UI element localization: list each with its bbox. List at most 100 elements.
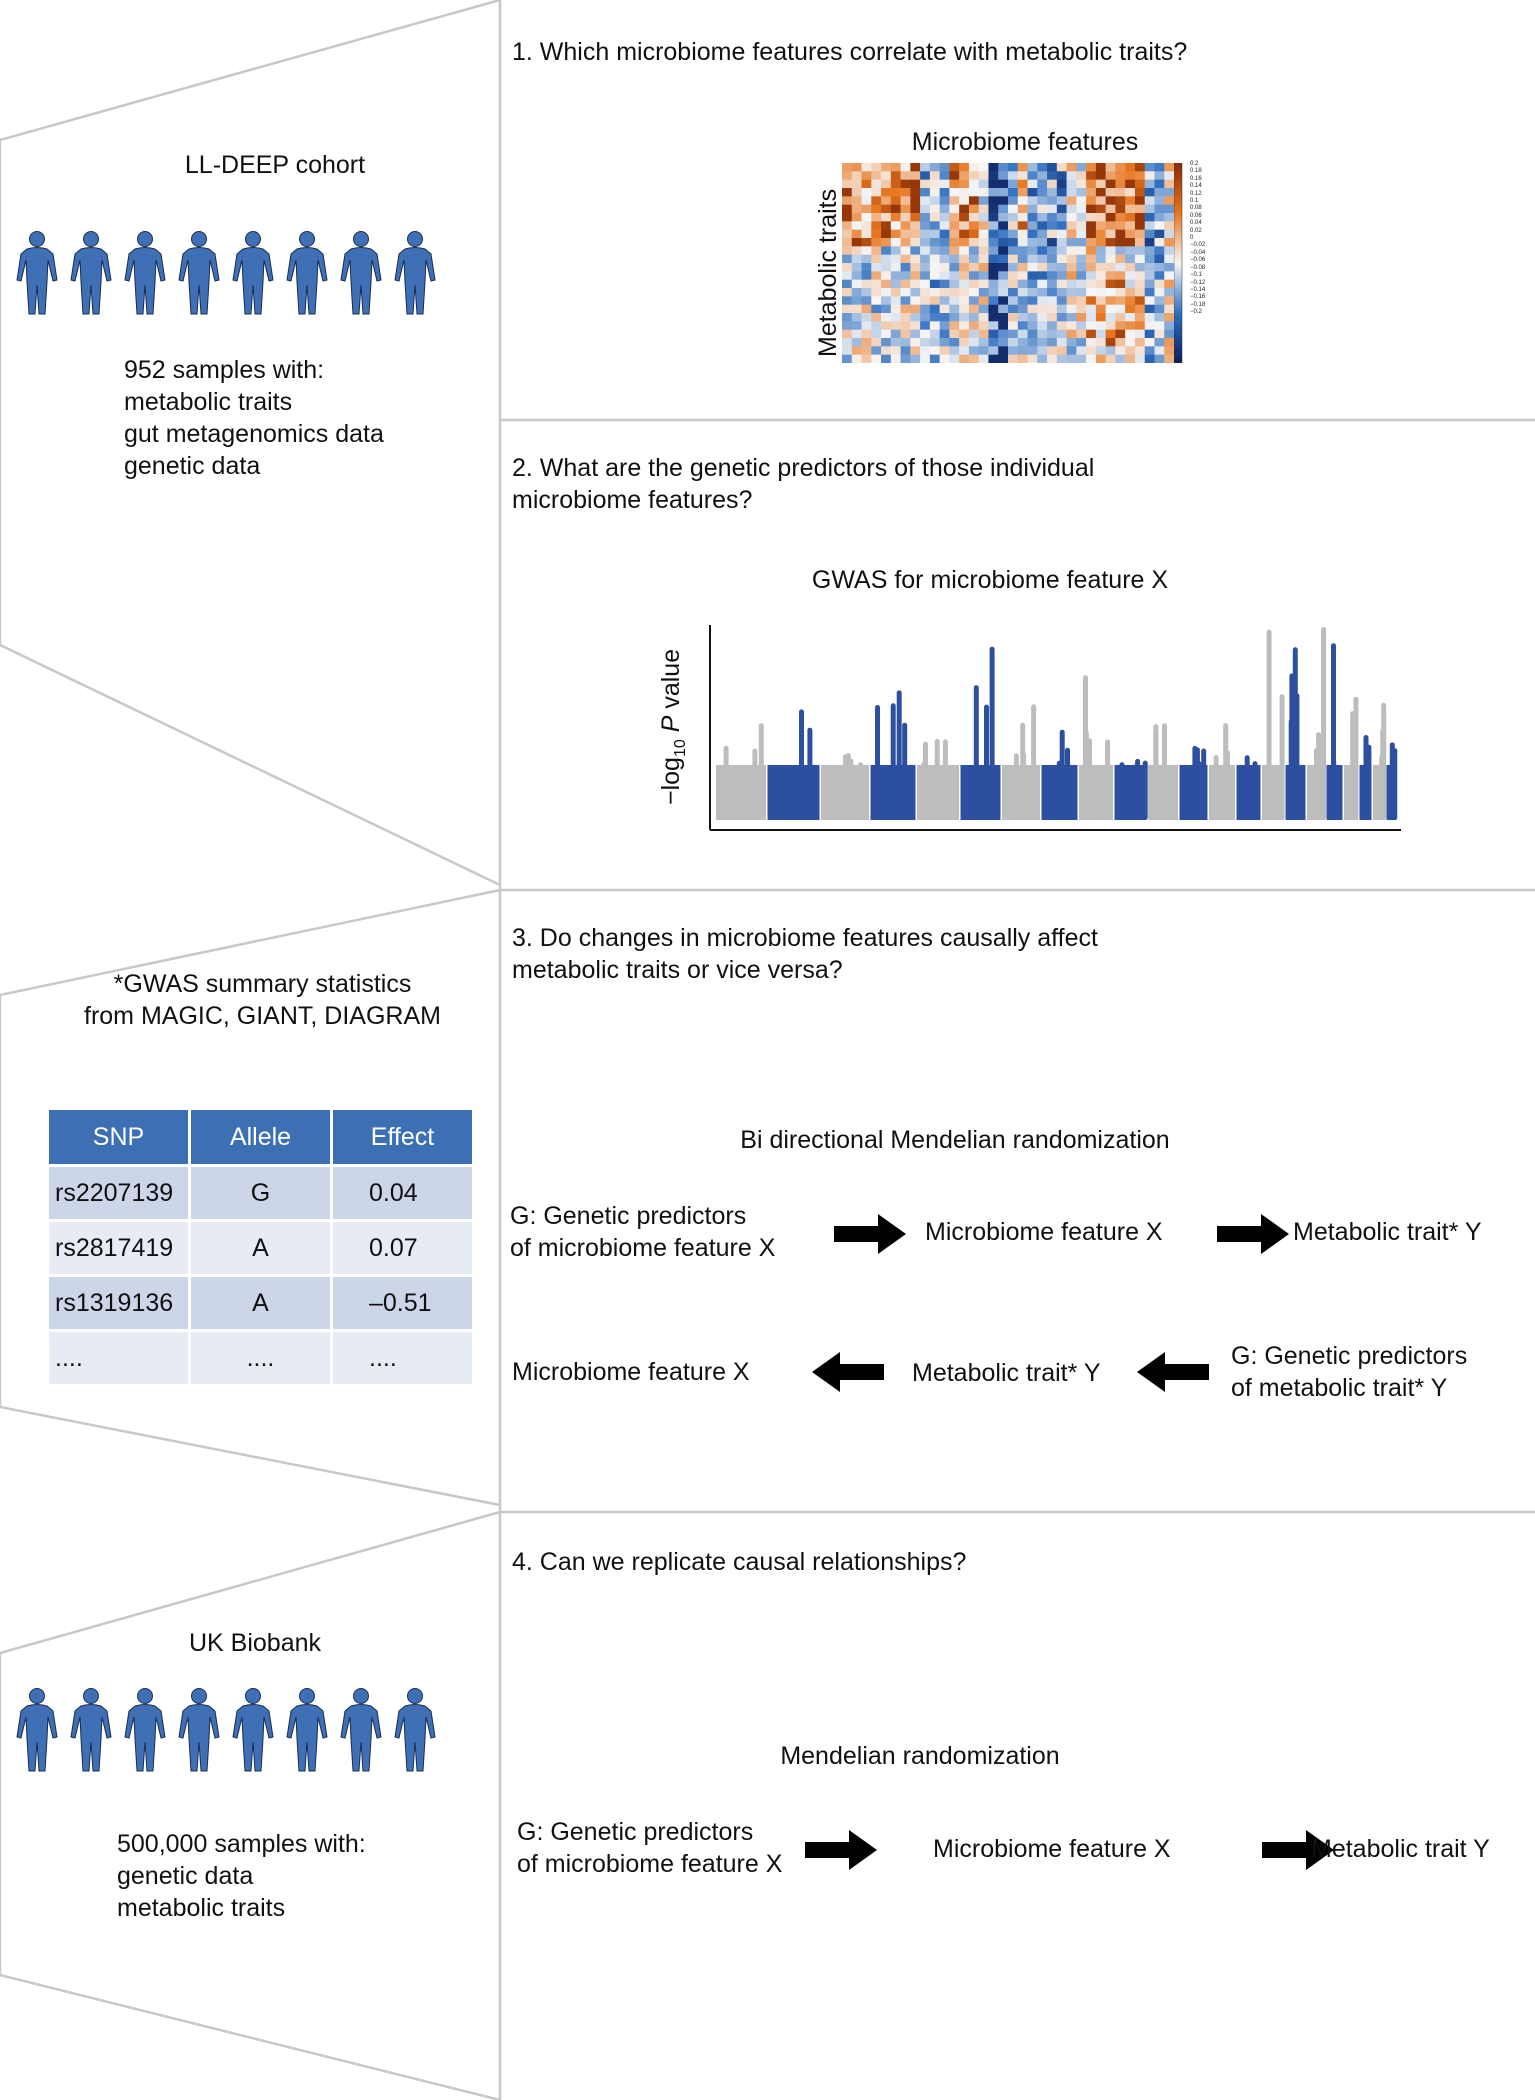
effect-cell: .... [333,1332,472,1384]
section4-method: Mendelian randomization [780,1742,1060,1770]
heatmap-cell [1154,196,1165,205]
heatmap-cell [959,221,970,230]
person-icon [64,1687,118,1773]
heatmap-cell [988,354,999,363]
heatmap-cell [1056,171,1067,180]
heatmap-cell [1144,271,1155,280]
heatmap-cell [900,271,911,280]
heatmap-cell [1095,213,1106,222]
heatmap-cell [968,229,979,239]
heatmap-cell [959,321,970,330]
heatmap-cell [1027,238,1038,247]
person-icon [172,1687,226,1773]
heatmap-cell [1037,171,1048,180]
heatmap-cell [842,321,853,330]
heatmap-cell [920,254,931,264]
heatmap-cell [1076,271,1087,280]
heatmap-cell [900,304,911,314]
heatmap-cell [851,346,862,355]
right-arrow-icon [1262,1830,1334,1870]
heatmap-cell [1144,179,1155,189]
heatmap-cell [1008,346,1019,355]
heatmap-cell [998,263,1009,272]
heatmap-cell [881,196,892,205]
heatmap-cell [949,196,960,205]
heatmap-cell [1027,263,1038,272]
heatmap-cell [959,304,970,314]
heatmap-cell [1095,221,1106,230]
heatmap-cell [1134,238,1145,247]
heatmap-cell [1037,246,1048,255]
heatmap-cell [968,296,979,305]
heatmap-cell [1154,346,1165,355]
heatmap-cell [1027,254,1038,264]
heatmap-cell [1115,238,1126,247]
heatmap-cell [1125,229,1136,239]
manhattan-plot [709,625,1401,831]
heatmap-cell [939,171,950,180]
heatmap-cell [959,296,970,305]
heatmap-cell [939,354,950,363]
heatmap-cell [1164,196,1174,205]
heatmap-cell [1125,288,1136,297]
heatmap-cell [959,338,970,347]
heatmap-cell [1037,179,1048,189]
heatmap-cell [1154,338,1165,347]
heatmap-cell [998,188,1009,197]
heatmap-cell [988,321,999,330]
heatmap-cell [988,229,999,239]
heatmap-cell [1154,329,1165,339]
heatmap-cell [1047,213,1058,222]
section2-question: 2. What are the genetic predictors of th… [512,454,1095,514]
heatmap-cell [1017,221,1028,230]
heatmap-cell [968,321,979,330]
heatmap-cell [1047,171,1058,180]
heatmap-cell [1066,254,1077,264]
heatmap-cell [890,163,901,172]
heatmap-cell [998,238,1009,247]
heatmap-cell [959,196,970,205]
heatmap-cell [1164,329,1174,339]
heatmap-cell [1105,321,1116,330]
heatmap-cell [968,213,979,222]
heatmap-cell [1027,229,1038,239]
heatmap-cell [1027,163,1038,172]
heatmap-cell [949,179,960,189]
heatmap-cell [1144,346,1155,355]
colorbar-tick-label: −0.12 [1190,279,1206,286]
heatmap-cell [900,221,911,230]
heatmap-cell [1027,271,1038,280]
heatmap-cell [978,321,989,330]
heatmap-cell [1144,246,1155,255]
effect-cell: –0.51 [333,1277,472,1329]
heatmap-cell [978,213,989,222]
heatmap-cell [1164,254,1174,264]
heatmap-cell [1086,321,1097,330]
heatmap-cell [968,329,979,339]
gwas-plot-ylabel: −log10 P value [655,649,697,805]
heatmap-cell [900,263,911,272]
heatmap-cell [1066,304,1077,314]
heatmap-cell [1008,254,1019,264]
snp-peak [989,646,995,820]
heatmap-cell [1144,171,1155,180]
heatmap-cell [1086,179,1097,189]
heatmap-cell [842,171,853,180]
heatmap-cell [1086,279,1097,289]
heatmap-cell [1066,279,1077,289]
heatmap-cell [1047,354,1058,363]
heatmap-cell [920,346,931,355]
heatmap-cell [1086,296,1097,305]
person-icon [232,1688,274,1772]
heatmap-cell [1076,179,1087,189]
heatmap-cell [929,204,940,214]
colorbar-tick-label: 0.06 [1190,212,1202,219]
heatmap-cell [871,171,882,180]
heatmap-cell [1095,263,1106,272]
heatmap-cell [871,204,882,214]
table-row: rs1319136 A –0.51 [49,1277,472,1329]
heatmap-cell [1017,329,1028,339]
heatmap-cell [939,329,950,339]
heatmap-cell [1027,329,1038,339]
heatmap-cell [1027,313,1038,322]
